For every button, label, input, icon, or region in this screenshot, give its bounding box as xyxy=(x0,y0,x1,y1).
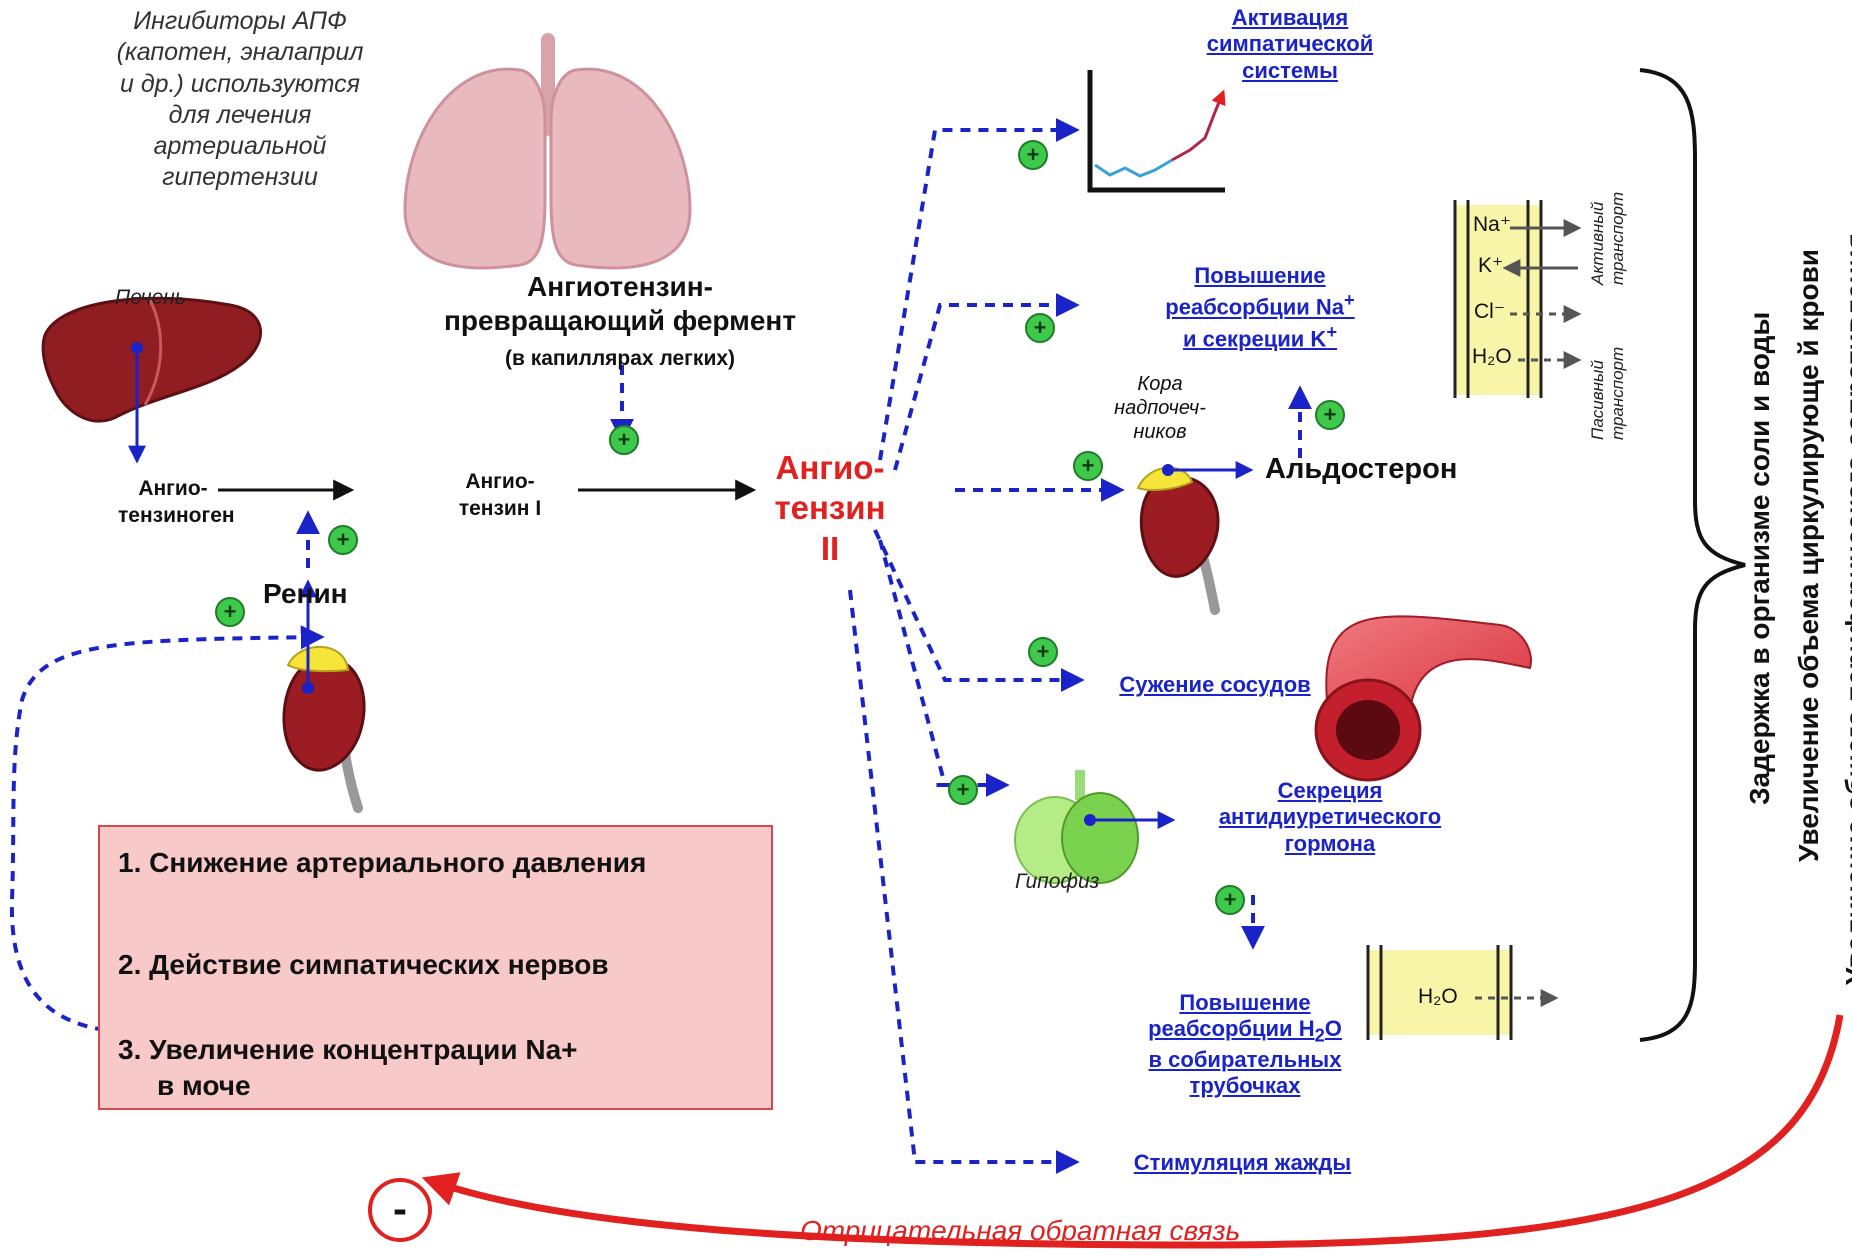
aldosterone-label: Альдостерон xyxy=(1265,453,1458,485)
svg-text:+: + xyxy=(337,527,350,552)
svg-text:+: + xyxy=(1082,453,1095,478)
blood-vessel-image xyxy=(1314,615,1532,782)
water-subscript: 2 xyxy=(1314,1024,1325,1046)
minus-circle xyxy=(368,1178,432,1242)
effect-adh-link[interactable]: Секреция антидиуретического гормона xyxy=(1218,778,1442,856)
water-line2a: реабсорбции H xyxy=(1148,1016,1315,1042)
liver-image xyxy=(41,296,263,464)
effect-na-k-link[interactable]: Повышение реабсорбции Na+ и секреции K+ xyxy=(1110,263,1410,353)
trigger-2: 2. Действие симпатических нервов xyxy=(118,949,609,980)
effect-sympathetic-link[interactable]: Активация симпатической системы xyxy=(1206,5,1374,83)
lungs-image xyxy=(403,33,692,270)
svg-text:+: + xyxy=(1224,887,1237,912)
trigger-3: 3. Увеличение концентрации Na+ xyxy=(118,1034,578,1065)
outcome-blood-volume: Увеличение объема циркулирующе й крови xyxy=(1793,249,1824,862)
h2o-label: H₂O xyxy=(1472,345,1512,368)
cl-ion-label: Cl⁻ xyxy=(1474,300,1505,323)
angiotensin1-label: Ангио- тензин I xyxy=(458,470,542,521)
na-superscript: + xyxy=(1344,289,1355,311)
ion-transport-membrane xyxy=(1453,200,1582,398)
svg-text:+: + xyxy=(1034,315,1047,340)
h2o-tube-label: H₂O xyxy=(1418,985,1458,1008)
effect-vasoconstriction-link[interactable]: Сужение сосудов xyxy=(1119,672,1311,697)
na-k-line2: реабсорбции Na xyxy=(1165,294,1344,320)
pituitary-image xyxy=(1014,770,1176,884)
negative-feedback-label: Отрицательная обратная связь xyxy=(800,1215,1241,1246)
liver-label: Печень xyxy=(115,286,186,309)
svg-text:+: + xyxy=(1027,142,1040,167)
water-line2b: O xyxy=(1324,1016,1342,1042)
na-ion-label: Na⁺ xyxy=(1473,213,1511,236)
sympathetic-graph xyxy=(1087,70,1226,193)
svg-text:+: + xyxy=(618,427,631,452)
svg-text:+: + xyxy=(957,777,970,802)
outcome-brace xyxy=(1639,68,1746,1042)
water-line3: в собирательных трубочках xyxy=(1148,1046,1342,1099)
angiotensin2-label: Ангио- тензин II xyxy=(774,449,886,567)
adrenal-cortex-label: Кора надпочеч- ников xyxy=(1114,373,1206,443)
na-k-line3: и секреции K xyxy=(1182,326,1327,352)
active-transport-label: Активный транспорт xyxy=(1588,191,1627,285)
k-ion-label: K⁺ xyxy=(1478,254,1504,277)
k-superscript: + xyxy=(1326,321,1338,343)
ace-inhibitors-note: Ингибиторы АПФ (капотен, эналаприл и др.… xyxy=(116,7,364,192)
na-k-line1: Повышение xyxy=(1194,263,1326,288)
angiotensinogen-label: Ангио- тензиноген xyxy=(118,477,235,528)
trigger-1: 1. Снижение артериального давления xyxy=(118,847,647,878)
trigger-3-cont: в моче xyxy=(157,1070,251,1101)
svg-text:+: + xyxy=(224,599,237,624)
triggers-box: 1. Снижение артериального давления 2. Де… xyxy=(98,825,773,1110)
water-line1: Повышение xyxy=(1179,990,1311,1015)
water-transport-membrane xyxy=(1366,945,1559,1040)
ace-enzyme-label: Ангиотензин- превращающий фермент xyxy=(443,271,797,336)
minus-sign: - xyxy=(393,1185,407,1232)
plus-markers: + + + + + + + + + xyxy=(215,140,1345,915)
outcome-peripheral-resistance: Увеличение общего периферического сопрот… xyxy=(1840,233,1852,985)
svg-text:+: + xyxy=(1324,402,1337,427)
effect-water-reabsorption-link[interactable]: Повышение реабсорбции H2O в собирательны… xyxy=(1110,990,1380,1100)
passive-transport-label: Пасивный транспорт xyxy=(1588,346,1627,440)
stimulation-arrows xyxy=(9,118,1312,1174)
outcome-salt-water: Задержка в организме соли и воды xyxy=(1744,311,1775,805)
adrenal-kidney-image xyxy=(1136,461,1254,615)
negative-feedback-arrow xyxy=(421,1014,1844,1249)
effect-thirst-link[interactable]: Стимуляция жажды xyxy=(1133,1150,1352,1175)
pituitary-label: Гипофиз xyxy=(1015,870,1100,893)
ace-location-label: (в капиллярах легких) xyxy=(504,347,736,370)
svg-text:+: + xyxy=(1037,639,1050,664)
kidney-image xyxy=(282,579,366,813)
renin-label: Ренин xyxy=(263,578,348,609)
